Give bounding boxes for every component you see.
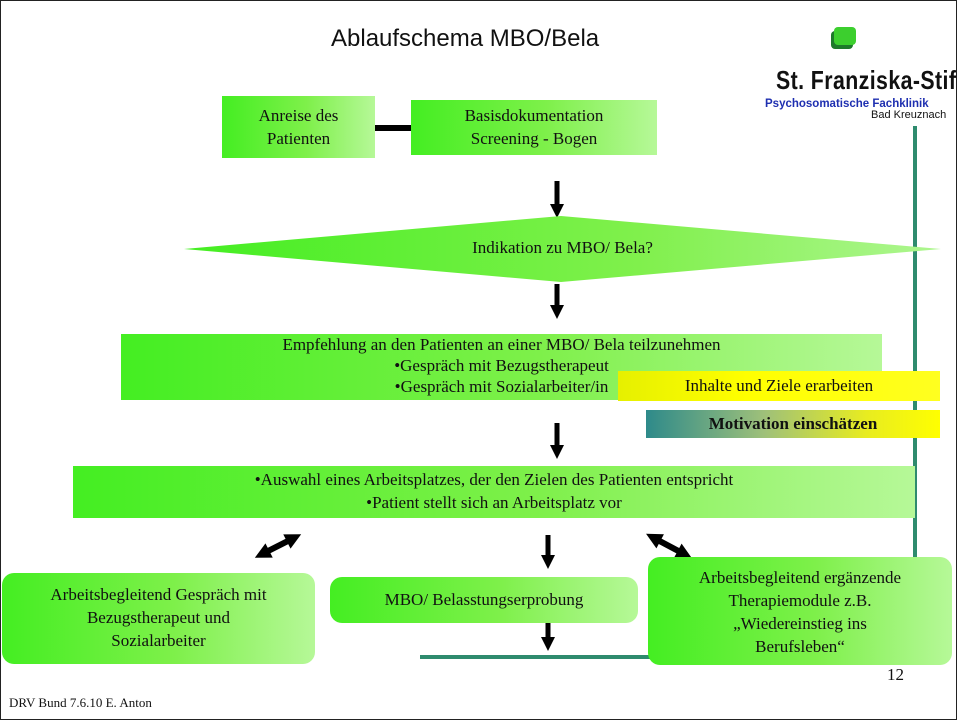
arrival-box: Anreise des Patienten: [222, 96, 375, 158]
modules-line-4: Berufsleben“: [755, 637, 845, 656]
mbo-box: MBO/ Belasstungserprobung: [330, 577, 638, 623]
arrow-down-icon-2: [550, 284, 564, 319]
accompanying-talk-box: Arbeitsbegleitend Gespräch mit Bezugsthe…: [2, 573, 315, 664]
arrival-line-1: Anreise des: [258, 106, 339, 125]
accompanying-talk-line-3: Sozialarbeiter: [111, 631, 206, 650]
accompanying-talk-line-2: Bezugstherapeut und: [86, 608, 231, 627]
recommendation-line-1: Empfehlung an den Patienten an einer MBO…: [282, 335, 721, 354]
green-square-icon: [827, 25, 857, 51]
logo-subtitle: Psychosomatische Fachklinik: [765, 98, 929, 110]
motivation-note: Motivation einschätzen: [646, 410, 940, 438]
modules-line-3: „Wiedereinstieg ins: [733, 614, 867, 633]
decision-diamond: [184, 216, 941, 282]
documentation-box: Basisdokumentation Screening - Bogen: [411, 100, 657, 155]
arrow-down-icon-4: [541, 535, 555, 569]
slide-title: Ablaufschema MBO/Bela: [331, 25, 600, 52]
documentation-line-1: Basisdokumentation: [464, 106, 604, 125]
goals-note: Inhalte und Ziele erarbeiten: [618, 371, 940, 401]
double-arrow-right-icon: [646, 533, 692, 559]
arrow-down-icon-1: [550, 181, 564, 218]
arrow-down-icon-5: [541, 619, 555, 651]
arrival-line-2: Patienten: [266, 129, 331, 148]
accompanying-talk-line-1: Arbeitsbegleitend Gespräch mit: [50, 585, 267, 604]
mbo-label: MBO/ Belasstungserprobung: [384, 590, 584, 609]
modules-line-2: Therapiemodule z.B.: [728, 591, 872, 610]
page-number: 12: [887, 665, 904, 684]
selection-line-2: •Patient stellt sich an Arbeitsplatz vor: [366, 493, 622, 512]
recommendation-line-2: •Gespräch mit Bezugstherapeut: [394, 356, 609, 375]
arrow-down-icon-3: [550, 423, 564, 459]
indication-question: Indikation zu MBO/ Bela?: [472, 238, 653, 257]
therapy-modules-box: Arbeitsbegleitend ergänzende Therapiemod…: [648, 557, 952, 665]
logo-city: Bad Kreuznach: [871, 109, 947, 121]
footer-text: DRV Bund 7.6.10 E. Anton: [9, 695, 152, 710]
documentation-line-2: Screening - Bogen: [470, 129, 598, 148]
recommendation-line-3: •Gespräch mit Sozialarbeiter/in: [394, 377, 609, 396]
selection-line-1: •Auswahl eines Arbeitsplatzes, der den Z…: [254, 470, 734, 489]
modules-line-1: Arbeitsbegleitend ergänzende: [698, 568, 902, 587]
double-arrow-left-icon: [254, 534, 302, 558]
logo-name: St. Franziska-Stift: [776, 65, 957, 95]
selection-box: •Auswahl eines Arbeitsplatzes, der den Z…: [73, 466, 915, 518]
